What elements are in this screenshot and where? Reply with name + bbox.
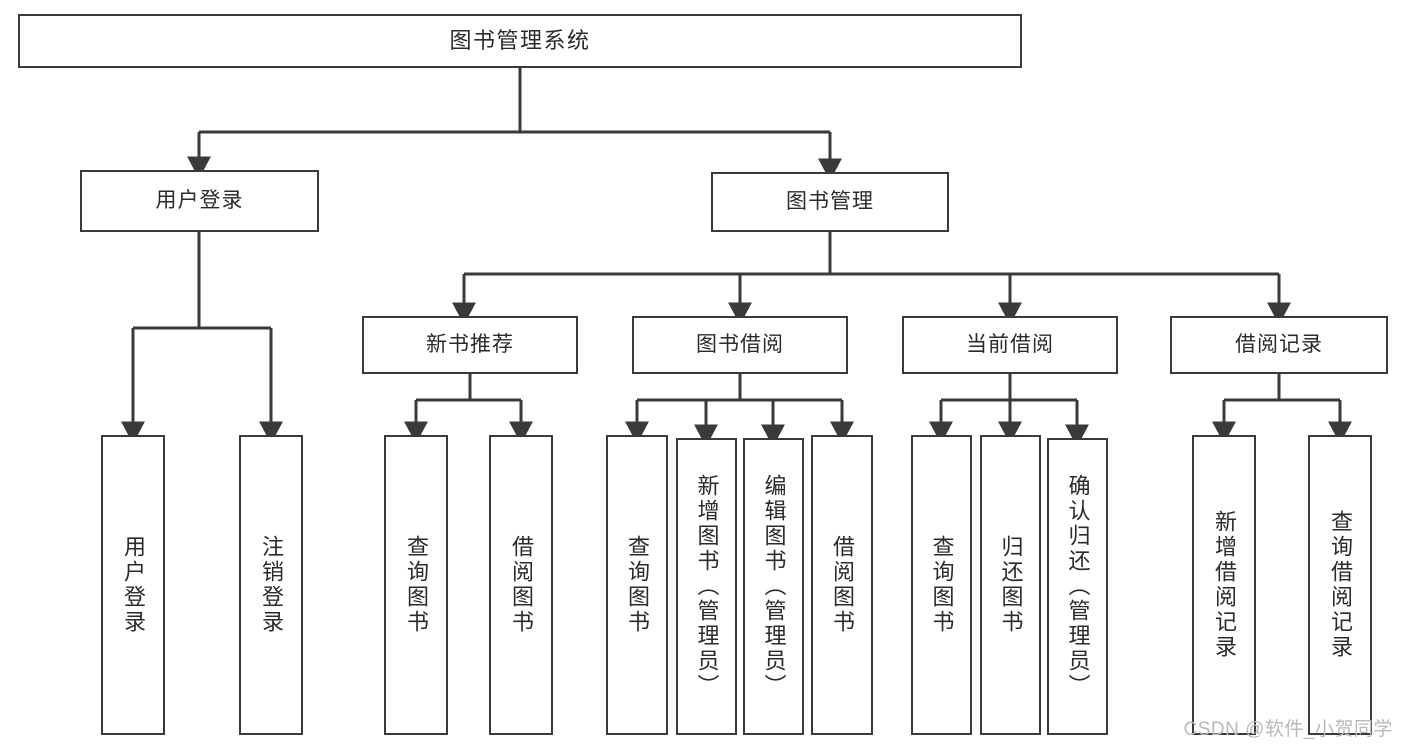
leaf-user-login-logout[interactable]: 注销登录 — [239, 435, 303, 735]
node-new-book-recommend[interactable]: 新书推荐 — [362, 316, 578, 374]
node-label: 新增图书（管理员） — [694, 474, 720, 699]
leaf-book-borrow-add[interactable]: 新增图书（管理员） — [676, 438, 737, 735]
node-label: 查询图书 — [625, 535, 650, 635]
node-label: 确认归还（管理员） — [1065, 474, 1091, 699]
node-label: 借阅记录 — [1235, 332, 1323, 356]
node-user-login[interactable]: 用户登录 — [80, 170, 319, 232]
watermark-text: CSDN @软件_小贺同学 — [1183, 719, 1393, 740]
node-label: 借阅图书 — [830, 535, 855, 635]
leaf-new-book-borrow[interactable]: 借阅图书 — [489, 435, 553, 735]
leaf-user-login-login[interactable]: 用户登录 — [101, 435, 165, 735]
node-label: 查询借阅记录 — [1328, 510, 1353, 660]
leaf-book-borrow-borrow[interactable]: 借阅图书 — [811, 435, 873, 735]
node-label: 编辑图书（管理员） — [761, 474, 787, 699]
node-label: 新增借阅记录 — [1212, 510, 1237, 660]
leaf-borrow-record-query[interactable]: 查询借阅记录 — [1308, 435, 1372, 735]
node-label: 查询图书 — [404, 535, 429, 635]
node-label: 借阅图书 — [509, 535, 534, 635]
node-label: 注销登录 — [259, 535, 284, 635]
node-book-management[interactable]: 图书管理 — [711, 172, 949, 232]
leaf-current-borrow-confirm-return[interactable]: 确认归还（管理员） — [1047, 438, 1108, 735]
node-label: 用户登录 — [121, 535, 146, 635]
node-label: 新书推荐 — [426, 332, 514, 356]
node-root-book-management-system[interactable]: 图书管理系统 — [18, 14, 1022, 68]
node-label: 查询图书 — [929, 535, 955, 635]
node-label: 图书管理 — [786, 189, 874, 213]
leaf-new-book-query[interactable]: 查询图书 — [384, 435, 448, 735]
node-label: 用户登录 — [155, 188, 244, 212]
node-current-borrow[interactable]: 当前借阅 — [902, 316, 1118, 374]
node-book-borrow[interactable]: 图书借阅 — [632, 316, 848, 374]
node-label: 图书管理系统 — [449, 28, 591, 54]
node-label: 归还图书 — [998, 535, 1024, 635]
leaf-book-borrow-edit[interactable]: 编辑图书（管理员） — [743, 438, 804, 735]
leaf-book-borrow-query[interactable]: 查询图书 — [606, 435, 668, 735]
leaf-borrow-record-add[interactable]: 新增借阅记录 — [1192, 435, 1256, 735]
leaf-current-borrow-return[interactable]: 归还图书 — [980, 435, 1041, 735]
node-label: 当前借阅 — [966, 332, 1054, 356]
node-borrow-record[interactable]: 借阅记录 — [1170, 316, 1388, 374]
leaf-current-borrow-query[interactable]: 查询图书 — [911, 435, 972, 735]
node-label: 图书借阅 — [696, 332, 784, 356]
